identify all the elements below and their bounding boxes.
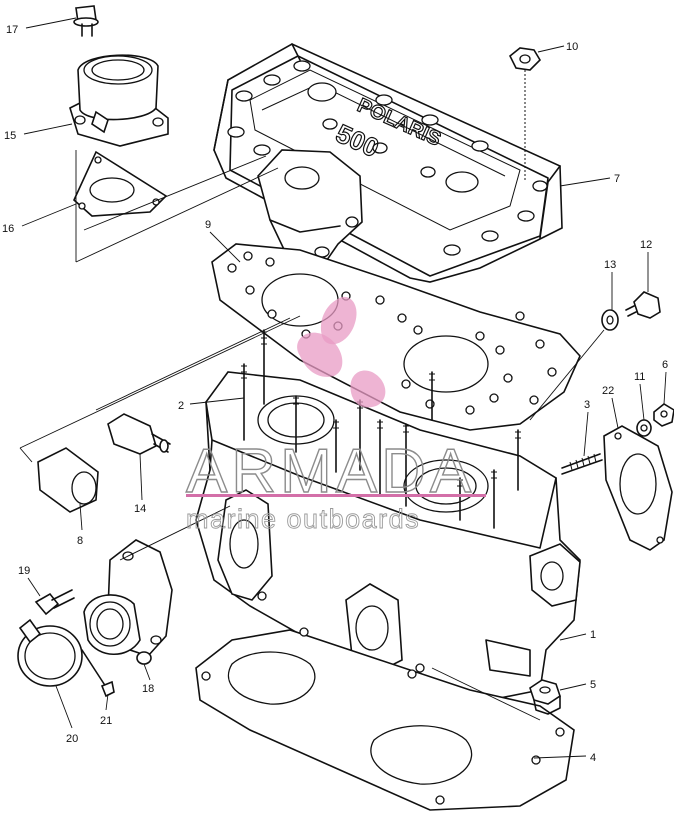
sleeve-8 <box>37 447 99 513</box>
callout-13: 13 <box>604 259 616 310</box>
callout-5: 5 <box>559 679 596 691</box>
head-gasket <box>211 243 581 431</box>
hose-clamp-20 <box>17 618 83 687</box>
callout-6: 6 <box>662 359 668 405</box>
svg-text:16: 16 <box>2 223 14 235</box>
svg-text:3: 3 <box>584 399 590 411</box>
svg-text:7: 7 <box>614 173 620 185</box>
cylinder-studs <box>241 329 521 529</box>
flange-nut <box>529 679 561 715</box>
svg-text:14: 14 <box>134 503 146 515</box>
base-gasket <box>195 627 575 811</box>
cylinder-block <box>195 371 581 703</box>
callout-12: 12 <box>640 239 652 292</box>
svg-text:17: 17 <box>6 24 18 36</box>
gasket-22 <box>603 425 673 551</box>
svg-text:8: 8 <box>77 535 83 547</box>
callout-14: 14 <box>134 453 146 515</box>
thermostat-cover-15 <box>69 54 169 147</box>
svg-text:18: 18 <box>142 683 154 695</box>
callout-15: 15 <box>4 123 73 142</box>
svg-text:9: 9 <box>205 219 211 231</box>
svg-text:11: 11 <box>634 371 645 383</box>
svg-text:20: 20 <box>66 733 78 745</box>
watermark-bar <box>186 494 486 497</box>
callout-22: 22 <box>602 385 619 429</box>
svg-text:2: 2 <box>178 400 184 412</box>
watermark-tagline: marine outboards <box>186 504 420 534</box>
svg-text:6: 6 <box>662 359 668 371</box>
nut-10 <box>508 47 542 180</box>
svg-text:13: 13 <box>604 259 616 271</box>
washer-11 <box>636 419 652 437</box>
svg-text:12: 12 <box>640 239 652 251</box>
watermark-propeller-logo <box>297 296 386 408</box>
callout-9: 9 <box>205 219 241 263</box>
callout-17: 17 <box>6 17 77 36</box>
callout-1: 1 <box>559 629 596 641</box>
gasket-16 <box>73 150 168 217</box>
svg-text:15: 15 <box>4 130 16 142</box>
callout-3: 3 <box>583 399 590 457</box>
assembly-guide-lines <box>19 150 605 721</box>
stud-3 <box>561 453 603 475</box>
svg-text:22: 22 <box>602 385 614 397</box>
callout-19: 19 <box>18 565 41 597</box>
callout-20: 20 <box>55 685 78 745</box>
cylinder-head-cover: POLARIS 500 <box>213 43 563 283</box>
temperature-sensor-14 <box>107 413 171 455</box>
callout-4: 4 <box>533 752 596 764</box>
plug-12 <box>625 291 661 319</box>
callout-8: 8 <box>77 503 83 547</box>
svg-text:5: 5 <box>590 679 596 691</box>
svg-text:19: 19 <box>18 565 30 577</box>
svg-text:10: 10 <box>566 41 578 53</box>
callout-11: 11 <box>634 371 645 421</box>
callout-18: 18 <box>142 663 154 695</box>
svg-text:4: 4 <box>590 752 596 764</box>
bolt-17 <box>73 5 99 37</box>
callout-10: 10 <box>537 41 578 53</box>
callout-7: 7 <box>559 173 620 187</box>
water-elbow-18 <box>83 539 173 665</box>
callout-16: 16 <box>2 203 77 235</box>
svg-text:1: 1 <box>590 629 596 641</box>
washer-13 <box>601 309 619 331</box>
callout-21: 21 <box>100 693 112 727</box>
watermark: ARMADA marine outboards <box>185 296 486 534</box>
callout-2: 2 <box>178 397 245 412</box>
svg-text:21: 21 <box>100 715 112 727</box>
screw-21 <box>81 649 115 698</box>
bolt-19 <box>34 589 75 616</box>
nut-6 <box>653 403 674 427</box>
gasket-holes <box>227 251 557 415</box>
callouts: 17 15 16 10 7 9 13 12 <box>2 17 668 764</box>
